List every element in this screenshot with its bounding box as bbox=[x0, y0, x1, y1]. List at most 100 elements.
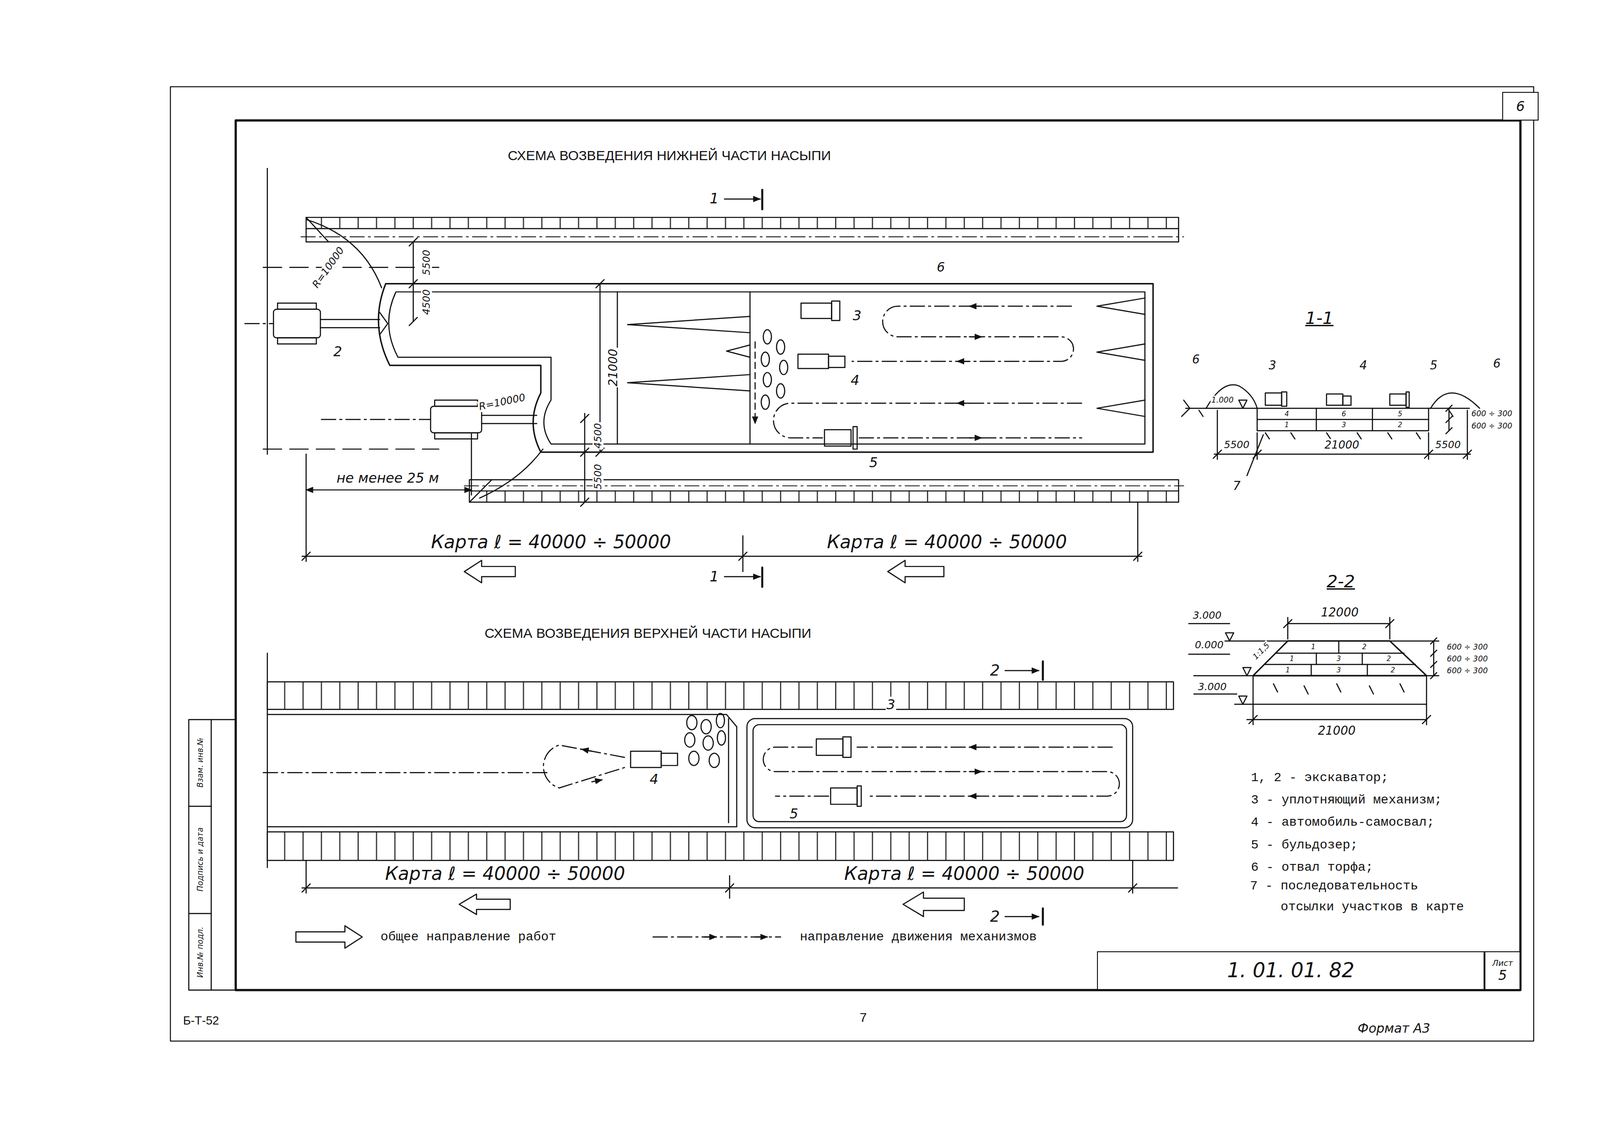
drawing-rect bbox=[170, 86, 1534, 1042]
drawing-label: 2 bbox=[989, 907, 1002, 925]
drawing-path bbox=[1238, 695, 1248, 705]
drawing-rect bbox=[1343, 395, 1352, 405]
drawing-polygon bbox=[459, 893, 511, 915]
drawing-line bbox=[263, 266, 439, 268]
drawing-line bbox=[749, 291, 751, 444]
drawing-path bbox=[1242, 667, 1252, 676]
drawing-label: 600 ÷ 300 bbox=[1470, 421, 1514, 430]
drawing-line bbox=[1287, 623, 1390, 624]
drawing-path bbox=[1217, 410, 1468, 460]
drawing-label: 5500 bbox=[1222, 439, 1251, 451]
drawing-line bbox=[1214, 453, 1471, 455]
drawing-line bbox=[1247, 718, 1427, 720]
drawing-rect bbox=[816, 738, 843, 755]
legend-text: направление движения механизмов bbox=[799, 929, 1038, 944]
drawing-line bbox=[653, 935, 781, 937]
drawing-label: 3.000 bbox=[1197, 681, 1228, 693]
drawing-line bbox=[1188, 653, 1230, 655]
drawing-path bbox=[580, 414, 589, 507]
drawing-label: 3 bbox=[885, 696, 896, 712]
drawing-line bbox=[1257, 418, 1429, 420]
drawing-path bbox=[1311, 640, 1368, 676]
drawing-label: 1-1 bbox=[1304, 308, 1335, 328]
drawing-path bbox=[1248, 704, 1431, 725]
drawing-path bbox=[1096, 343, 1145, 361]
drawing-path bbox=[1389, 637, 1439, 679]
drawing-path bbox=[543, 744, 625, 788]
drawing-path bbox=[388, 291, 1146, 444]
drawing-label: 5 bbox=[788, 805, 800, 821]
drawing-line bbox=[591, 779, 602, 782]
drawing-rect bbox=[277, 337, 317, 344]
drawing-ellipse bbox=[686, 715, 697, 730]
drawing-rect bbox=[273, 309, 321, 338]
drawing-line bbox=[301, 555, 1143, 557]
drawing-label: 4 bbox=[1358, 358, 1369, 373]
drawing-ellipse bbox=[776, 339, 785, 354]
drawing-label: Взам. инв.№ bbox=[195, 736, 205, 789]
drawing-rect bbox=[1326, 393, 1344, 406]
drawing-label: 2 bbox=[1389, 666, 1397, 675]
drawing-line bbox=[704, 935, 717, 937]
drawing-line bbox=[1005, 915, 1039, 917]
drawing-line bbox=[1188, 623, 1230, 624]
section-1-1 bbox=[1181, 384, 1480, 476]
drawing-ellipse bbox=[688, 750, 699, 765]
drawing-rect bbox=[1257, 407, 1429, 431]
drawing-rect bbox=[1389, 393, 1407, 406]
drawing-label: 2 bbox=[1361, 643, 1368, 651]
drawing-label: 4500 bbox=[421, 288, 433, 316]
drawing-line bbox=[263, 771, 552, 773]
drawing-line bbox=[1193, 693, 1237, 695]
drawing-path bbox=[1206, 384, 1258, 409]
drawing-label: Карта ℓ = 40000 ÷ 50000 bbox=[825, 531, 1068, 552]
drawing-label: 4500 bbox=[592, 422, 604, 450]
drawing-label: 0.000 bbox=[1193, 639, 1225, 651]
drawing-path bbox=[469, 479, 492, 502]
drawing-label: 2 bbox=[1385, 654, 1393, 663]
drawing-rect bbox=[469, 479, 1179, 502]
drawing-polygon bbox=[296, 925, 363, 948]
drawing-label: Карта ℓ = 40000 ÷ 50000 bbox=[843, 863, 1086, 884]
drawing-label: Карта ℓ = 40000 ÷ 50000 bbox=[430, 531, 673, 552]
drawing-path bbox=[378, 283, 1153, 453]
drawing-path bbox=[1225, 632, 1234, 641]
drawing-label: 6 - отвал торфа; bbox=[1249, 860, 1374, 875]
drawing-label: 3 bbox=[1340, 421, 1348, 429]
stamp-text: 6 bbox=[1515, 98, 1525, 114]
drawing-label: Подпись и дата bbox=[195, 826, 205, 893]
drawing-ellipse bbox=[703, 735, 714, 750]
stamp-cell: 6 bbox=[1502, 91, 1540, 121]
drawing-label: 5500 bbox=[592, 462, 604, 491]
drawing-rect bbox=[267, 681, 1174, 710]
drawing-line bbox=[464, 485, 1184, 487]
drawing-label: Б-Т-52 bbox=[181, 1013, 220, 1027]
drawing-ellipse bbox=[763, 329, 772, 344]
drawing-line bbox=[754, 342, 756, 424]
drawing-line bbox=[728, 718, 730, 823]
drawing-line bbox=[957, 402, 970, 404]
drawing-ellipse bbox=[716, 713, 725, 728]
drawing-path bbox=[1213, 449, 1472, 458]
drawing-label: 1 bbox=[1284, 666, 1292, 675]
drawing-polygon bbox=[903, 891, 965, 917]
drawing-line bbox=[754, 935, 768, 937]
drawing-line bbox=[761, 189, 764, 210]
drawing-path bbox=[1096, 297, 1145, 315]
drawing-rect bbox=[1265, 392, 1282, 406]
drawing-label: 5 bbox=[1428, 358, 1439, 373]
drawing-label: Формат А3 bbox=[1356, 1021, 1431, 1036]
drawing-rect bbox=[831, 301, 841, 321]
drawing-line bbox=[969, 795, 980, 797]
drawing-label: 1, 2 - экскаватор; bbox=[1249, 770, 1389, 785]
drawing-label: 7 bbox=[858, 1010, 868, 1025]
drawing-label: Инв.№ подл. bbox=[195, 925, 205, 979]
drawing-rect bbox=[1252, 675, 1427, 705]
drawing-rect bbox=[800, 302, 832, 319]
drawing-rect bbox=[434, 399, 478, 406]
drawing-label: 3 bbox=[1335, 654, 1343, 663]
stamp-text: Лист bbox=[1492, 958, 1514, 968]
drawing-line bbox=[1185, 407, 1258, 409]
drawing-ellipse bbox=[709, 753, 720, 768]
